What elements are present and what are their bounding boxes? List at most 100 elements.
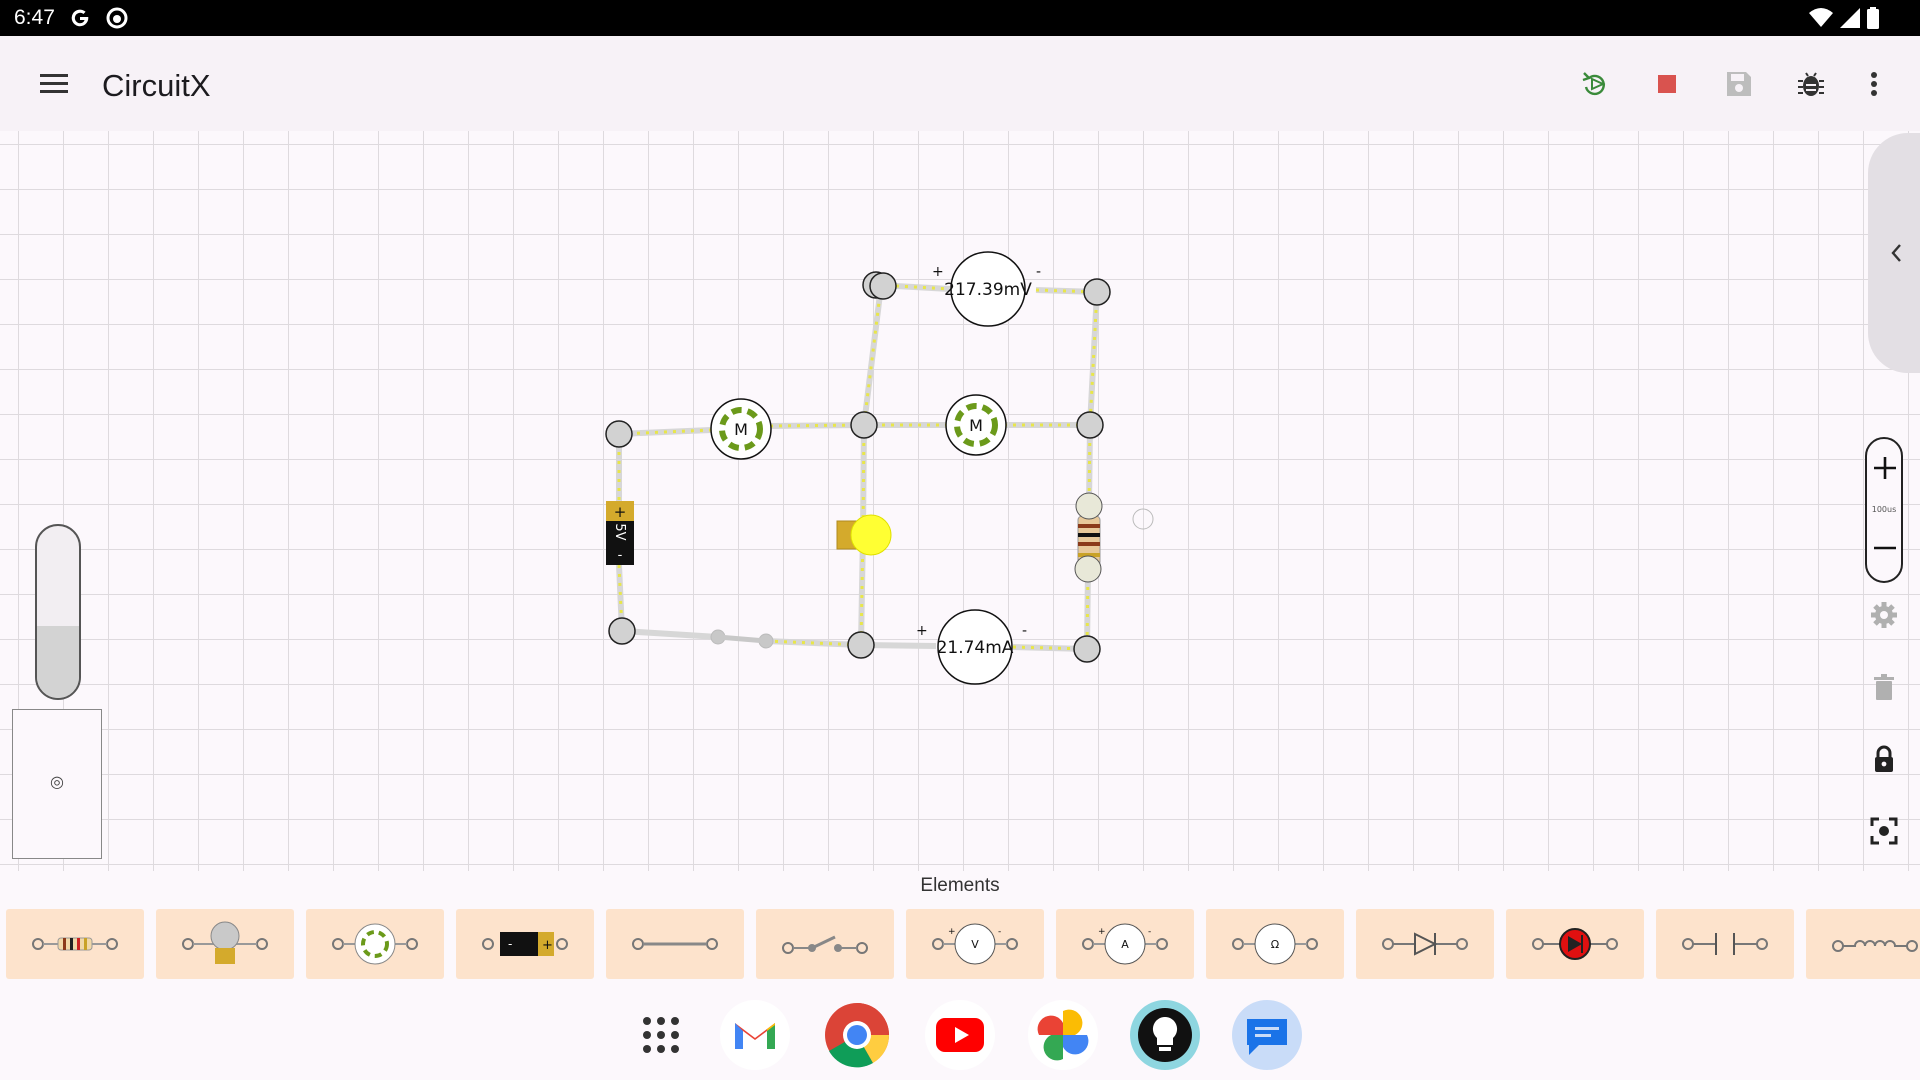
wires[interactable] [616, 282, 1100, 652]
switch-component[interactable] [710, 629, 774, 649]
circuit-diagram[interactable]: + - 217.39mV + - 21.74mA M M + 5V [0, 131, 1920, 871]
messages-app[interactable] [1232, 1000, 1302, 1070]
menu-icon [40, 74, 68, 93]
app-title: CircuitX [102, 68, 211, 103]
signal-icon [1840, 8, 1860, 28]
menu-button[interactable] [30, 66, 78, 102]
run-icon [1582, 72, 1606, 96]
youtube-icon [936, 1018, 984, 1052]
svg-text:-: - [508, 937, 512, 951]
motor-label: M [734, 420, 748, 439]
lightbulb-app-icon [1138, 1008, 1192, 1062]
switch-icon [782, 935, 868, 954]
elements-panel: Elements - + [0, 871, 1920, 983]
simulation-speed-slider[interactable] [35, 524, 81, 700]
svg-text:+: + [1098, 927, 1106, 937]
ammeter-plus: + [916, 623, 928, 639]
voltmeter-component[interactable]: + - 217.39mV [932, 251, 1041, 327]
chrome-app[interactable] [822, 1000, 892, 1070]
delete-button[interactable] [1866, 669, 1902, 705]
messages-icon [1247, 1019, 1287, 1055]
element-wire[interactable] [606, 909, 744, 979]
ammeter-minus: - [1022, 623, 1027, 639]
wifi-icon [1809, 8, 1833, 27]
youtube-app[interactable] [925, 1000, 995, 1070]
motor-icon [332, 923, 418, 965]
minimap[interactable]: ◎ [12, 709, 102, 859]
element-ohmmeter[interactable]: Ω [1206, 909, 1344, 979]
motor-component-left[interactable]: M [710, 398, 772, 460]
svg-text:+: + [948, 927, 956, 937]
element-voltmeter[interactable]: V + - [906, 909, 1044, 979]
save-button[interactable] [1715, 60, 1763, 108]
app-dock [0, 983, 1920, 1080]
motor-label: M [969, 416, 983, 435]
battery-plus: + [614, 503, 627, 521]
zoom-out-icon[interactable] [1870, 533, 1900, 563]
capacitor-icon [1682, 933, 1768, 955]
element-diode[interactable] [1356, 909, 1494, 979]
more-vert-icon [1871, 72, 1877, 96]
circuit-nodes[interactable] [605, 271, 1111, 663]
bulb-component[interactable] [836, 514, 892, 556]
voltmeter-reading: 217.39mV [944, 280, 1032, 300]
element-ammeter[interactable]: A +- [1056, 909, 1194, 979]
voltmeter-tile-label: V [971, 938, 979, 951]
element-inductor[interactable] [1806, 909, 1920, 979]
ohmmeter-icon: Ω [1232, 923, 1318, 965]
circuit-canvas[interactable]: + - 217.39mV + - 21.74mA M M + 5V [0, 131, 1920, 871]
ammeter-tile-label: A [1121, 938, 1129, 951]
gmail-icon [735, 1023, 775, 1049]
element-switch[interactable] [756, 909, 894, 979]
more-options-button[interactable] [1850, 60, 1898, 108]
battery-component[interactable]: + 5V - [606, 501, 634, 565]
elements-title: Elements [920, 875, 1000, 896]
side-drawer-toggle[interactable] [1868, 133, 1920, 373]
lock-button[interactable] [1866, 741, 1902, 777]
resistor-component[interactable] [1074, 492, 1103, 583]
status-time: 6:47 [14, 6, 55, 29]
resistor-icon [32, 937, 118, 951]
ammeter-component[interactable]: + - 21.74mA [916, 609, 1027, 685]
element-battery[interactable]: - + [456, 909, 594, 979]
timestep-label: 100us [1871, 505, 1897, 514]
zoom-in-icon[interactable] [1870, 453, 1900, 483]
debug-icon [1798, 72, 1824, 96]
minimap-marker-icon: ◎ [50, 772, 64, 791]
element-capacitor[interactable] [1656, 909, 1794, 979]
photos-app[interactable] [1028, 1000, 1098, 1070]
speed-slider-fill [37, 625, 79, 698]
motor-component-right[interactable]: M [945, 394, 1007, 456]
bulb-icon [182, 921, 268, 964]
settings-button[interactable] [1866, 597, 1902, 633]
element-motor[interactable] [306, 909, 444, 979]
ohmmeter-tile-label: Ω [1271, 938, 1279, 951]
chevron-left-icon [1891, 244, 1901, 262]
fit-screen-button[interactable] [1866, 813, 1902, 849]
stop-icon [1658, 75, 1676, 93]
element-bulb[interactable] [156, 909, 294, 979]
gmail-app[interactable] [720, 1000, 790, 1070]
voltmeter-minus: - [1036, 264, 1041, 280]
debug-button[interactable] [1787, 60, 1835, 108]
lightbulb-app[interactable] [1130, 1000, 1200, 1070]
svg-text:-: - [998, 927, 1001, 937]
status-bar: 6:47 [0, 0, 1920, 36]
stop-button[interactable] [1643, 60, 1691, 108]
trash-icon [1874, 674, 1894, 700]
wire-icon [632, 938, 718, 950]
battery-minus: - [618, 548, 623, 563]
voltmeter-plus: + [932, 264, 944, 280]
gear-icon [1871, 602, 1897, 628]
element-resistor[interactable] [6, 909, 144, 979]
battery-voltage: 5V [612, 523, 627, 540]
led-icon [1532, 928, 1618, 960]
app-drawer-button[interactable] [626, 1000, 696, 1070]
diode-icon [1382, 932, 1468, 956]
photos-icon [1037, 1009, 1089, 1061]
save-icon [1727, 72, 1751, 96]
run-button[interactable] [1570, 60, 1618, 108]
battery-icon: - + [482, 932, 568, 956]
svg-text:+: + [542, 938, 553, 953]
element-led[interactable] [1506, 909, 1644, 979]
